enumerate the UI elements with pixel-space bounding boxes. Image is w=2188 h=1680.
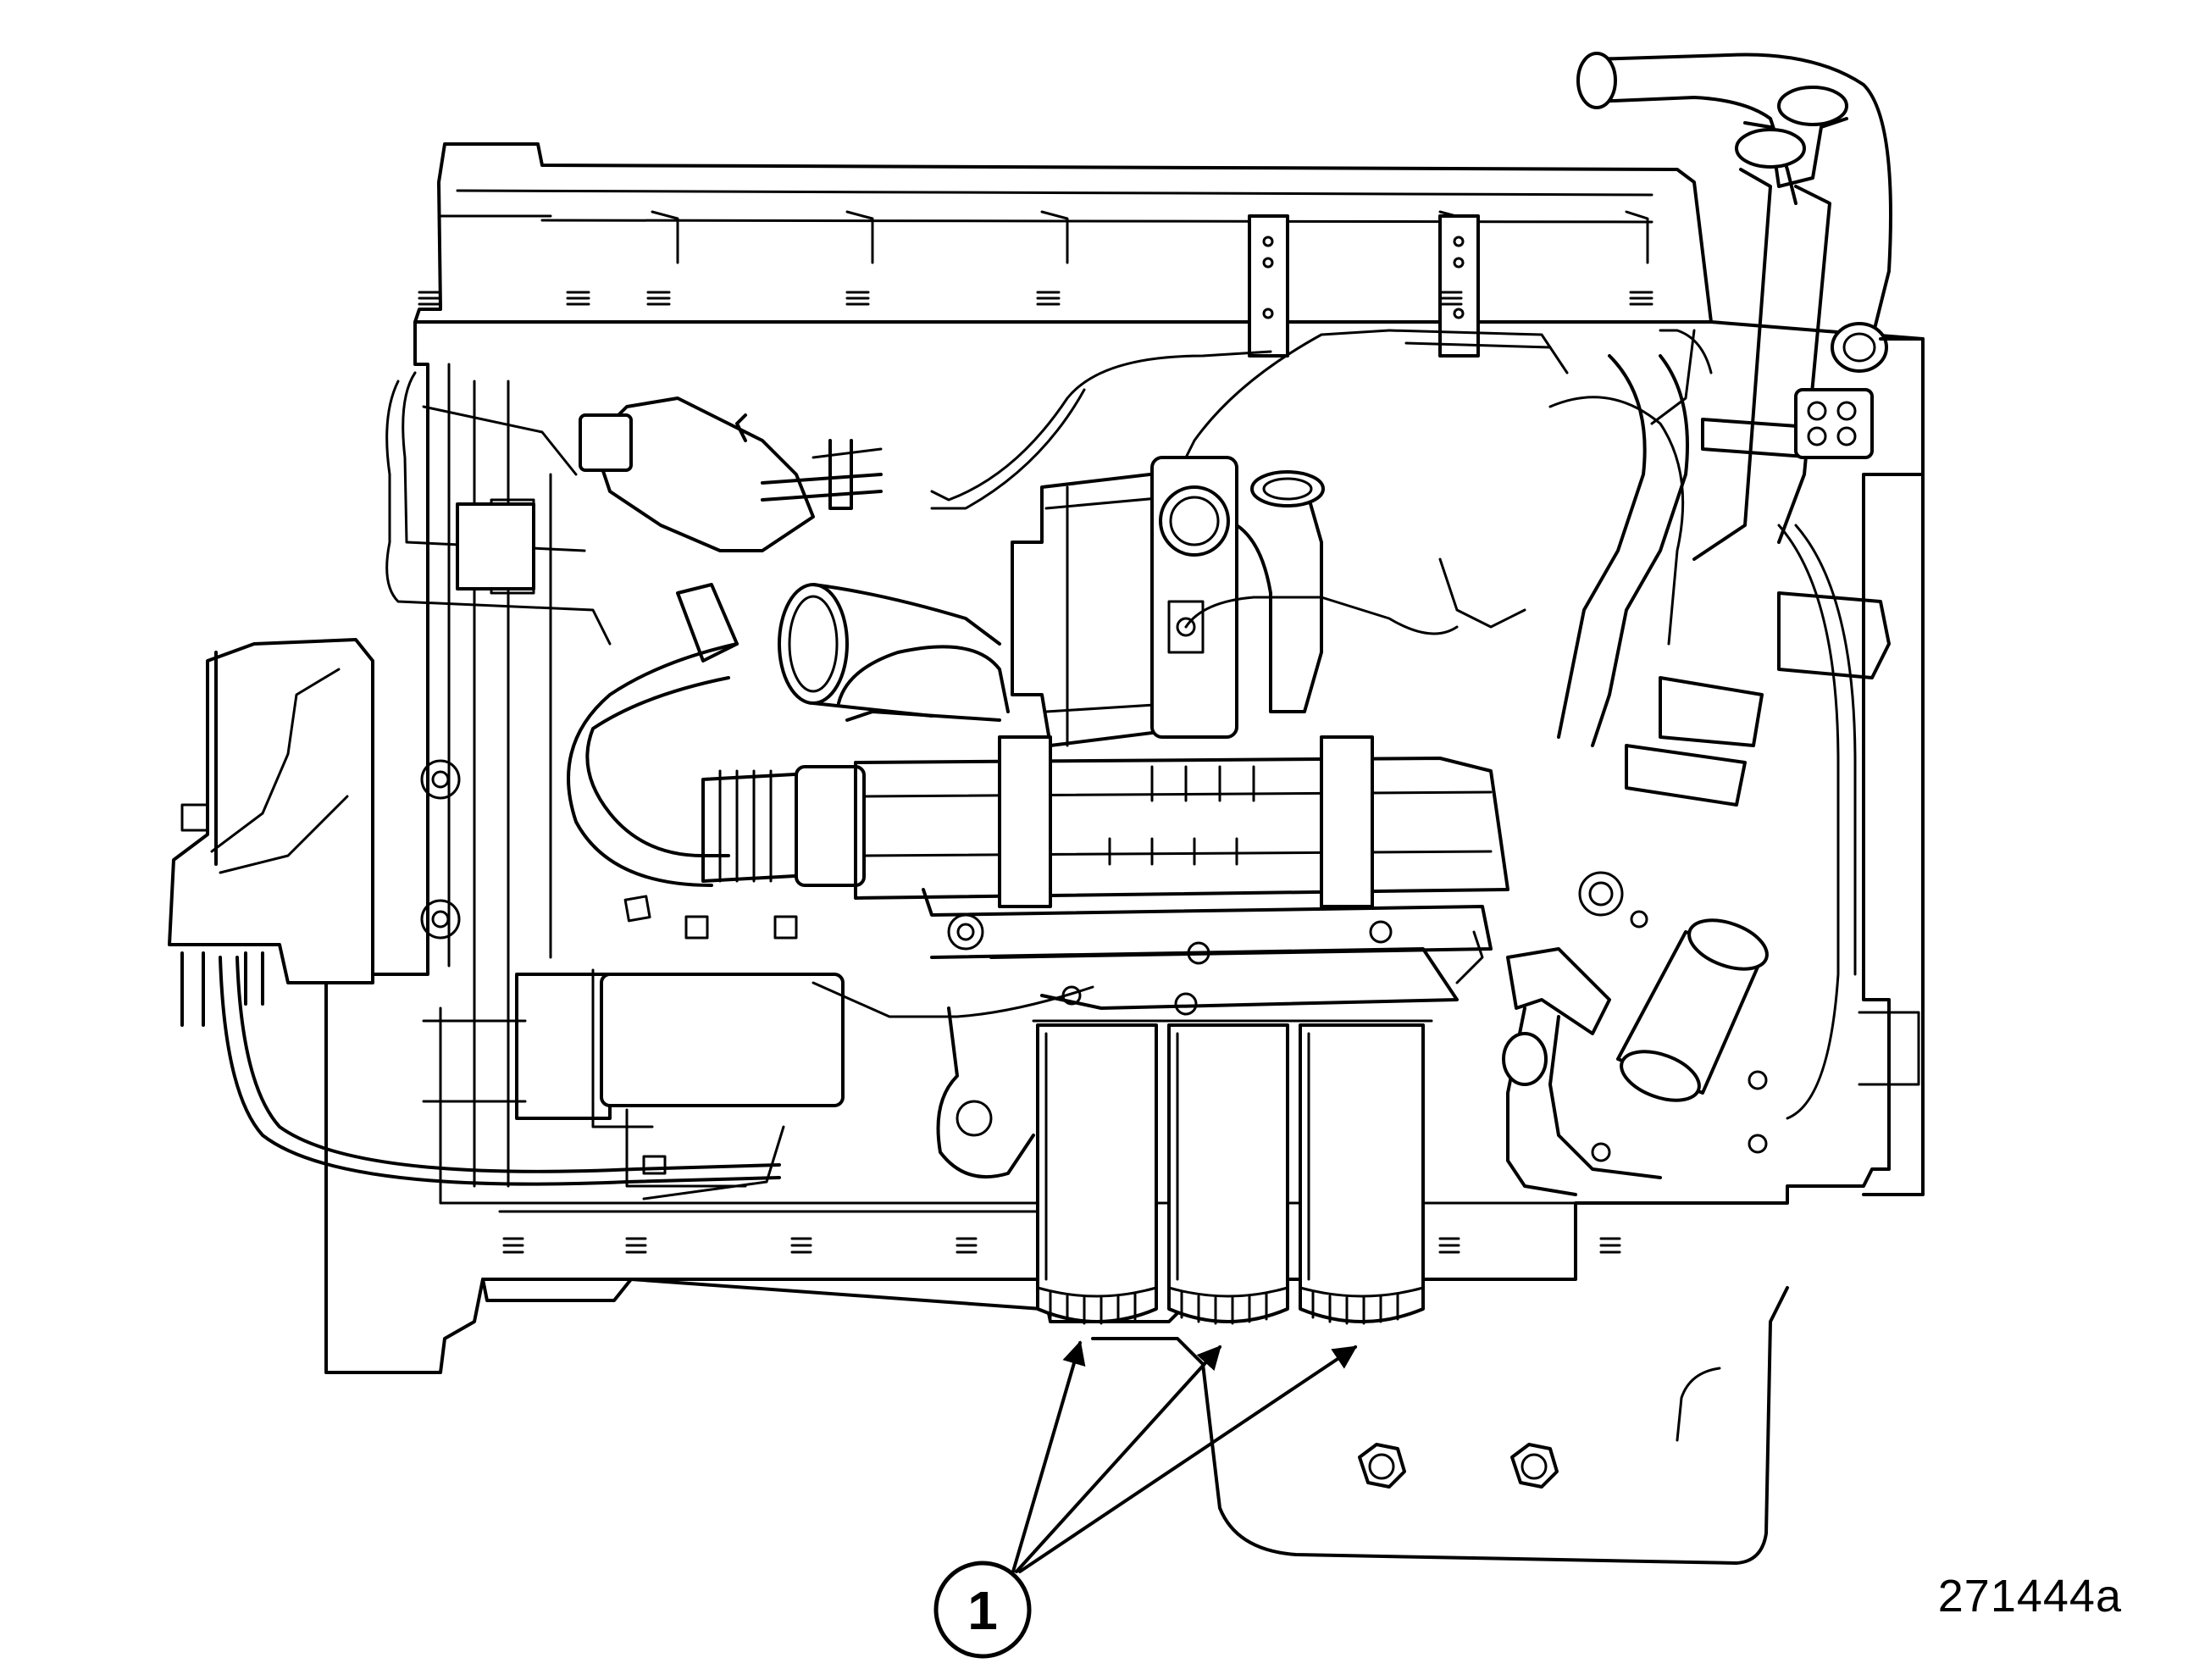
- starter-motor: [422, 968, 845, 1188]
- coolant-pump: [1502, 871, 1769, 1196]
- engine-mount-left: [168, 638, 374, 1027]
- oil-filter-1: [1036, 1023, 1158, 1325]
- pan-bolts: [502, 1237, 1621, 1254]
- valve-cover: [413, 142, 1713, 358]
- coolant-pipe: [1557, 52, 1892, 807]
- fuel-lines: [811, 329, 1857, 1120]
- figure-id-label: 271444a: [1937, 1571, 2122, 1622]
- wiring-harness: [219, 371, 785, 1200]
- callout-arrow-3: [1018, 1345, 1358, 1573]
- fuel-pump: [623, 735, 1509, 1016]
- callout-number: 1: [967, 1580, 998, 1641]
- secondary-filter: [1616, 918, 1769, 1102]
- oil-filter-2: [1167, 1023, 1289, 1325]
- callout-arrow-1: [1011, 1340, 1086, 1573]
- turbocharger: [1011, 456, 1325, 747]
- oil-filter-3: [1299, 1023, 1425, 1325]
- oil-filters: [936, 1006, 1433, 1325]
- oil-pan: [481, 1278, 1789, 1565]
- head-bolts: [418, 291, 1653, 306]
- radiator-edge: [1858, 337, 1925, 1196]
- callout-circle: [933, 1561, 1032, 1659]
- intake-pipe: [567, 396, 1010, 887]
- callout-1: 1: [933, 1340, 1358, 1659]
- callout-arrow-2: [1015, 1345, 1221, 1573]
